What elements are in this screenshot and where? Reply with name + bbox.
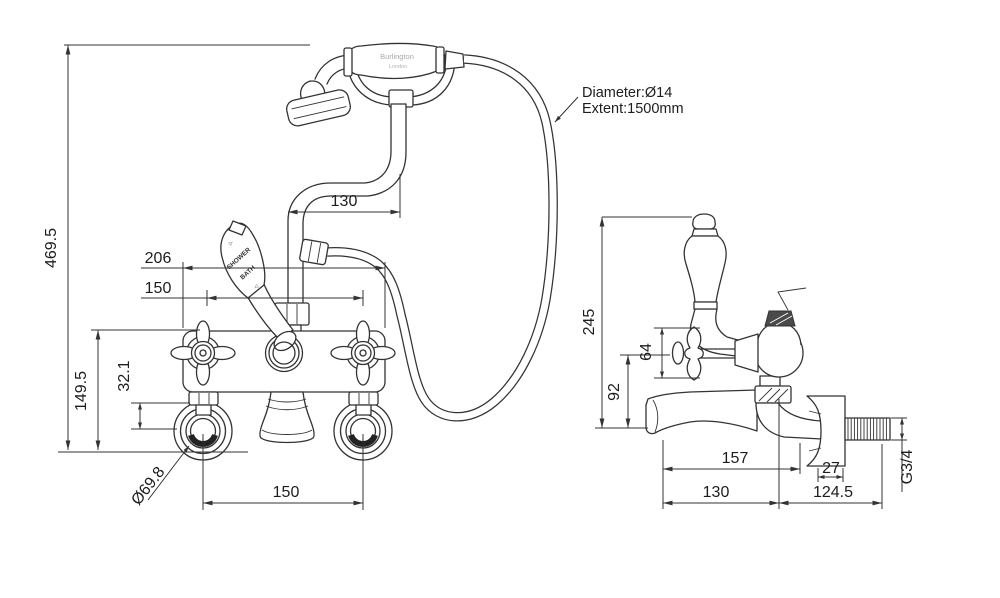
section-hatch [764, 310, 796, 327]
handset-ferrule-right [435, 46, 445, 74]
wall-flange-side [806, 395, 846, 467]
dim-side-overall-height: 245 [581, 309, 598, 336]
side-dimensions: 245 92 64 157 130 124.5 [581, 216, 916, 509]
outlet-elbow [754, 375, 823, 440]
dim-flange-depth: 27 [822, 460, 840, 477]
dim-body-width: 206 [145, 250, 172, 267]
dim-outlet-projection: 130 [703, 484, 730, 501]
dim-spout-clearance: 92 [606, 383, 623, 401]
dim-valve-height: 149.5 [73, 371, 90, 411]
handset-origin-text: London [389, 64, 407, 70]
lever-arrow-up: ▷ [228, 240, 235, 247]
front-view: Burlington London [43, 42, 684, 510]
valve-body-side [754, 287, 807, 378]
dim-flange-offset: 32.1 [116, 360, 133, 391]
inlet-nut-right [348, 391, 379, 416]
handset-ferrule-left [343, 47, 353, 77]
bath-spout-front [259, 391, 315, 444]
hose-note-diameter: Diameter:Ø14 [582, 85, 672, 101]
cross-handle-side [671, 326, 759, 381]
dim-flange-centres: 150 [273, 484, 300, 501]
threaded-inlet [844, 417, 891, 441]
handset-brand-text: Burlington [380, 52, 414, 61]
shower-handset: Burlington London [286, 42, 465, 127]
dim-thread-size: G3/4 [899, 450, 916, 485]
shower-head [286, 80, 351, 127]
shower-hose [299, 54, 558, 422]
hose-note-extent: Extent:1500mm [582, 101, 684, 117]
dim-flange-diameter: Ø69.8 [128, 464, 168, 509]
hose-union-nut [299, 238, 329, 266]
lever-arrow-down: ◁ [253, 284, 260, 291]
section-leader [777, 287, 807, 311]
dim-overall-height: 469.5 [43, 228, 60, 268]
dim-spout-reach: 157 [722, 450, 749, 467]
dim-inlet-projection: 124.5 [813, 484, 853, 501]
dim-cradle-offset: 130 [331, 193, 358, 210]
front-dimensions: 469.5 149.5 32.1 206 150 130 [43, 44, 684, 510]
dim-handle-depth: 64 [638, 343, 655, 361]
side-view: 245 92 64 157 130 124.5 [581, 213, 916, 509]
dim-valve-centres: 150 [145, 280, 172, 297]
handset-outlet [444, 50, 465, 70]
inlet-nut-left [188, 391, 219, 416]
bath-spout-side [645, 389, 758, 435]
